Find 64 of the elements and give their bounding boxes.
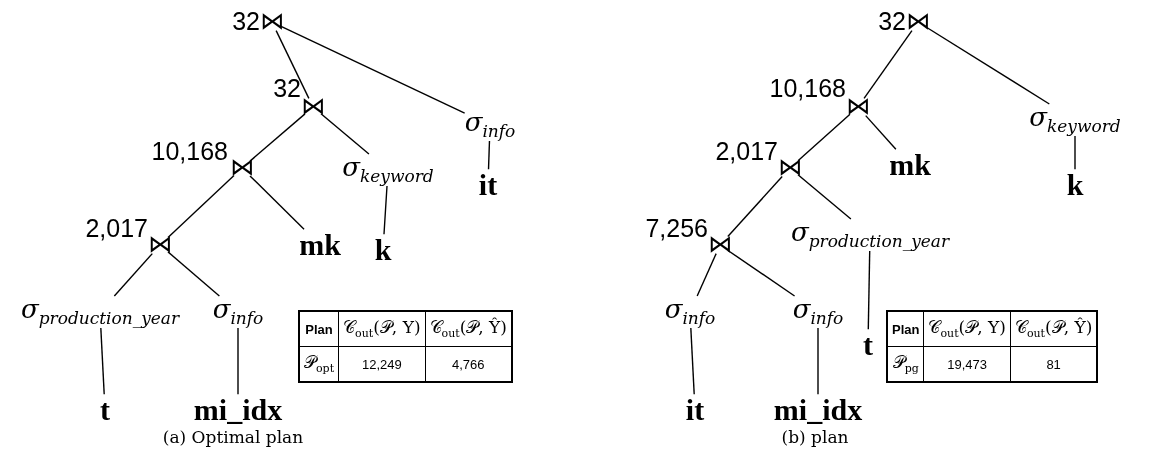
tree-edge — [100, 327, 105, 395]
tree-edge — [249, 113, 306, 162]
selection-operator: σ$_{info}$ — [212, 296, 264, 328]
tree-edge — [113, 252, 153, 297]
join-symbol: ⋈ — [148, 232, 172, 258]
subfigure-caption: (b) plan — [781, 427, 849, 447]
cardinality-label: 10,168 — [151, 137, 228, 166]
cardinality-label: 2,017 — [715, 137, 778, 166]
tree-edge — [237, 327, 239, 395]
cardinality-label: 10,168 — [769, 74, 846, 103]
tree-edge — [863, 29, 913, 100]
tree-edge — [275, 29, 310, 100]
join-symbol: ⋈ — [846, 94, 870, 120]
header-cell: 𝒞$_{out}$(𝒫, Y) — [923, 311, 1011, 347]
table-name: mk — [889, 149, 931, 181]
tree-edge — [1074, 135, 1076, 170]
tree-edge — [690, 327, 695, 395]
header-cell: Plan — [887, 311, 924, 347]
join-symbol: ⋈ — [906, 9, 930, 35]
table-name: it — [478, 169, 498, 201]
join-symbol: ⋈ — [778, 155, 802, 181]
selection-operator: σ$_{info}$ — [792, 296, 844, 328]
selection-operator: σ$_{info}$ — [664, 296, 716, 328]
table-name: k — [374, 234, 392, 266]
tree-edge — [867, 250, 871, 330]
subfigure-caption: (a) Optimal plan — [162, 427, 304, 447]
tree-edge — [797, 174, 852, 220]
tree-edge — [727, 249, 796, 297]
cardinality-label: 32 — [273, 74, 301, 103]
cardinality-label: 32 — [232, 7, 260, 36]
tree-edge — [487, 140, 491, 170]
tree-edge — [383, 185, 388, 235]
cardinality-label: 2,017 — [85, 214, 148, 243]
join-symbol: ⋈ — [260, 9, 284, 35]
tree-edge — [696, 252, 717, 297]
table-name: mi_idx — [193, 394, 283, 426]
tree-edge — [249, 175, 305, 230]
table-name: mi_idx — [773, 394, 863, 426]
cardinality-label: 32 — [878, 7, 906, 36]
selection-operator: σ$_{production_year}$ — [20, 296, 180, 328]
table-name: k — [1066, 169, 1084, 201]
join-symbol: ⋈ — [301, 94, 325, 120]
tree-edge — [320, 113, 370, 155]
table-name: t — [863, 329, 873, 361]
tree-edge — [817, 327, 819, 395]
selection-operator: σ$_{info}$ — [464, 109, 516, 141]
tree-edge — [865, 114, 897, 150]
tree-edge — [797, 113, 851, 162]
tree-edge — [727, 175, 783, 238]
tree-edge — [925, 26, 1051, 105]
header-cell: 𝒞$_{out}$(𝒫, Y) — [338, 311, 426, 347]
join-symbol: ⋈ — [708, 232, 732, 258]
join-symbol: ⋈ — [230, 155, 254, 181]
table-name: mk — [299, 229, 341, 261]
selection-operator: σ$_{keyword}$ — [1029, 104, 1121, 136]
table-name: t — [100, 394, 110, 426]
tree-edge — [167, 174, 235, 239]
header-cell: Plan — [299, 311, 339, 347]
cardinality-label: 7,256 — [645, 214, 708, 243]
table-name: it — [685, 394, 705, 426]
selection-operator: σ$_{keyword}$ — [342, 154, 434, 186]
tree-edge — [279, 25, 466, 114]
selection-operator: σ$_{production_year}$ — [790, 219, 950, 251]
tree-edge — [167, 251, 221, 297]
